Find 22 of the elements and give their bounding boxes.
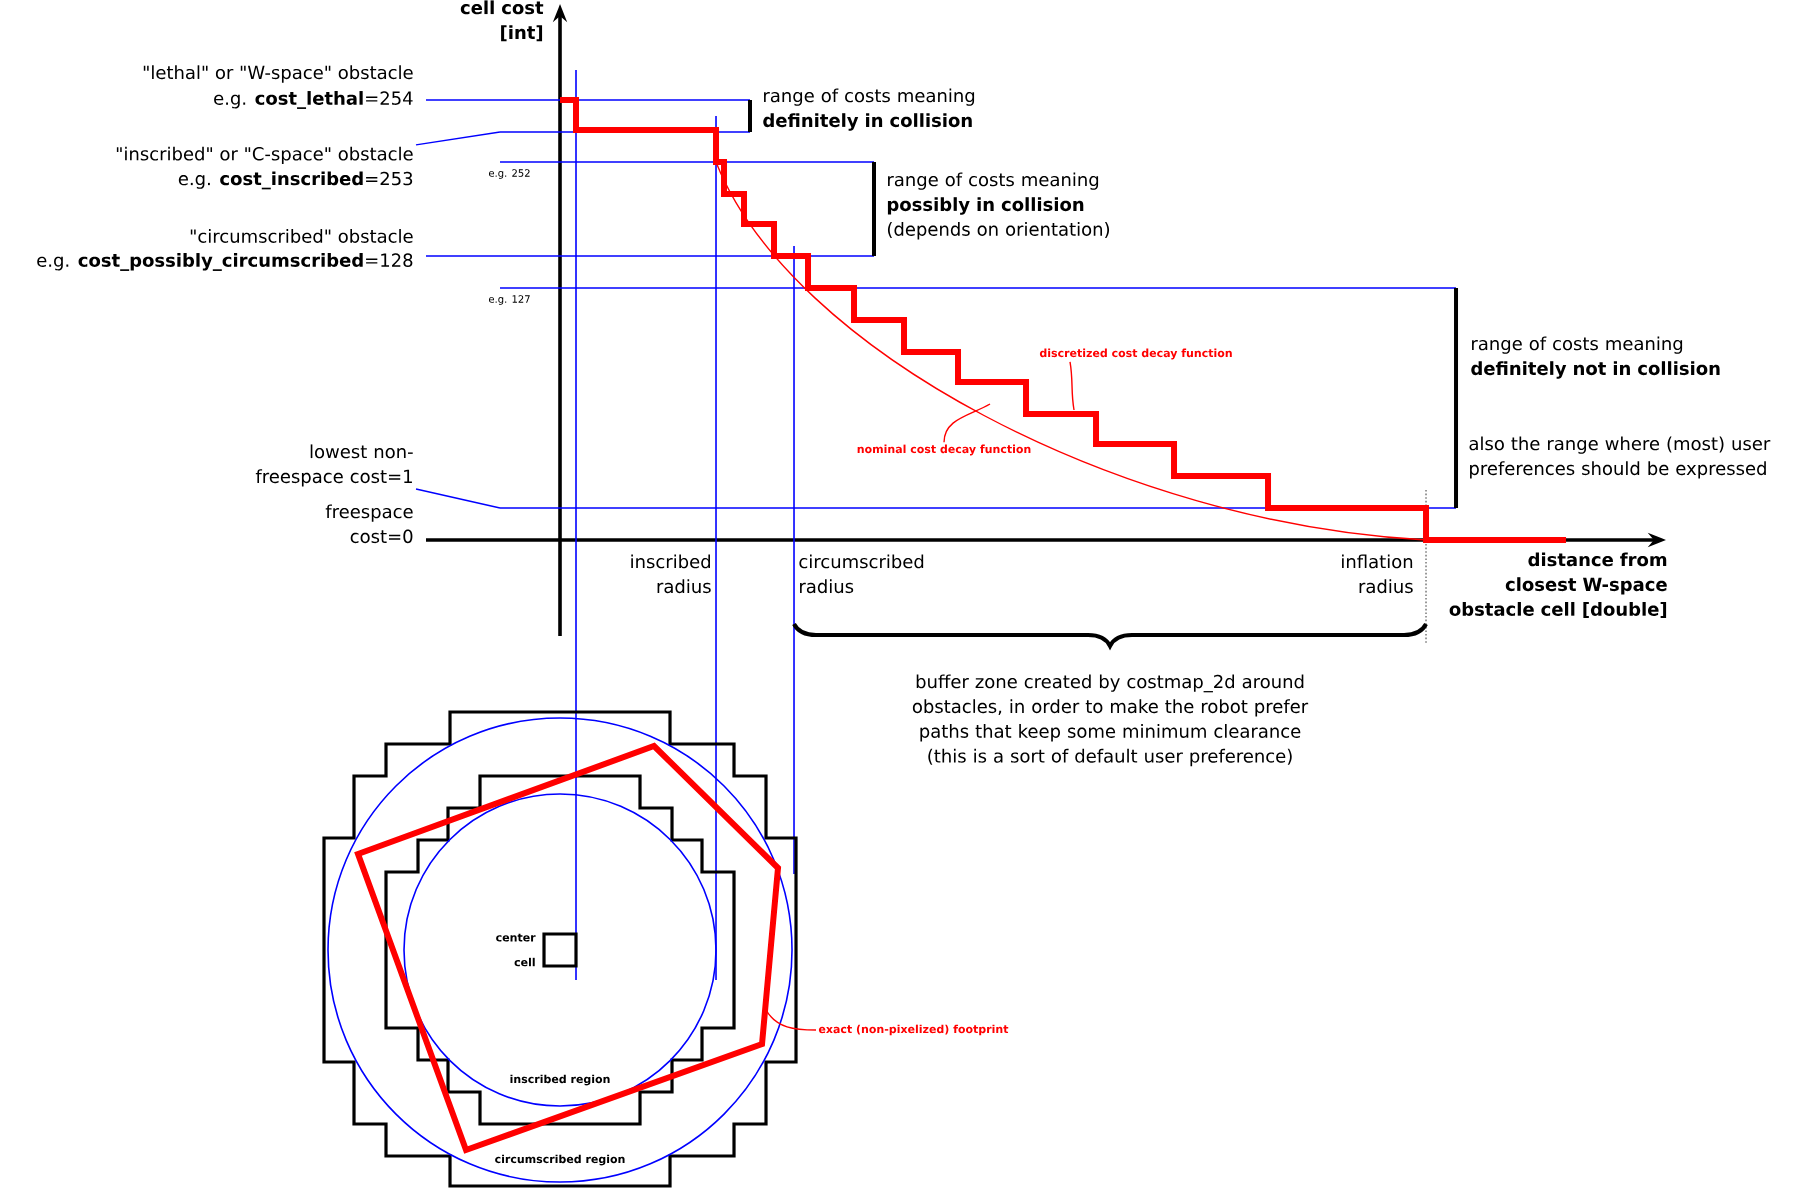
leader-line (943, 403, 991, 443)
axis-label: distance from closest W-space obstacle cell [double] (1449, 552, 1667, 619)
radius-label: circumscribed radius (799, 554, 924, 594)
cost-label: freespace cost=0 (325, 504, 413, 544)
obstacle-label: "circumscribed" obstacle (190, 229, 413, 243)
leader-line (765, 1009, 817, 1031)
cost-value: e.g. cost_possibly_circumscribed=128 (37, 253, 413, 271)
leader-line (415, 488, 501, 509)
radius-label: inflation radius (1342, 554, 1413, 594)
range-label: range of costs meaning possibly in collision (depends on orientation) (887, 172, 1110, 240)
note-text: also the range where (most) user preferences should be expressed (1469, 436, 1771, 479)
leader-line (1069, 361, 1075, 411)
cost-label: lowest non-freespace cost=1 (255, 444, 413, 487)
obstacle-label: "lethal" or "W-space" obstacle (143, 65, 413, 83)
obstacle-label: "inscribed" or "C-space" obstacle e.g. cost_inscribed=253 (116, 146, 413, 190)
cost-value: e.g. cost_lethal=254 (214, 91, 413, 109)
note-text: buffer zone created by costmap_2d around obstacles, in order to make the robot prefer paths that keep some minimum clearance (this is a sort of default user preference) (912, 674, 1309, 767)
leader-line (415, 131, 501, 146)
axis-label: cell cost [int] (460, 0, 544, 42)
radius-label: inscribed radius (631, 554, 711, 594)
range-label: range of costs meaning definitely not in collision (1471, 336, 1720, 379)
range-label: range of costs meaning definitely in collision (763, 88, 975, 131)
